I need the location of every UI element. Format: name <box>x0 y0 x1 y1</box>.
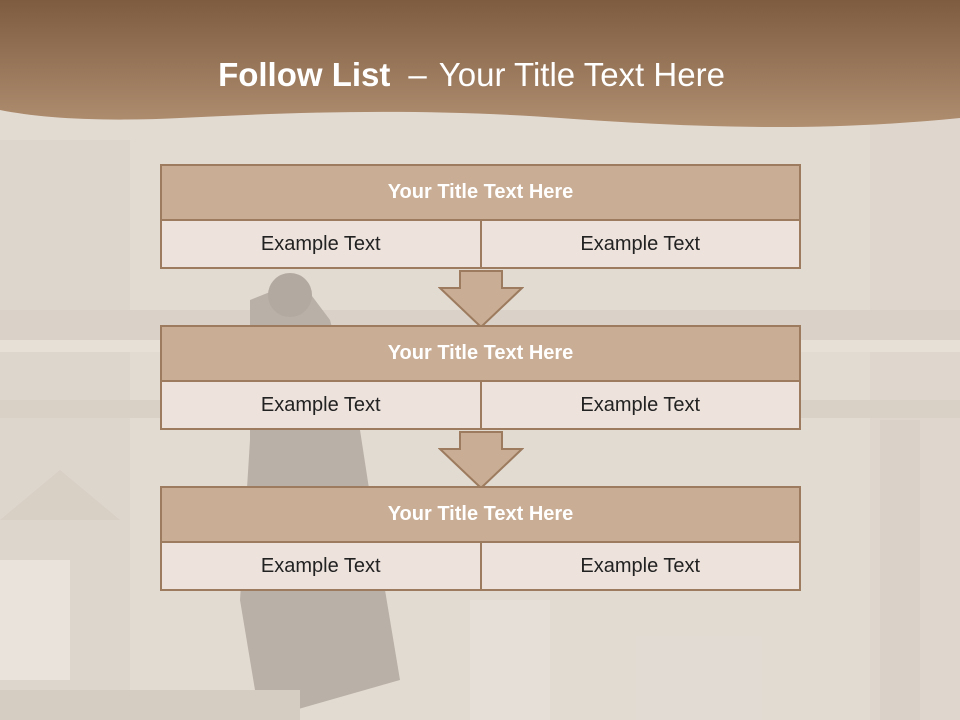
list-block-1: Your Title Text Here Example Text Exampl… <box>160 164 801 269</box>
title-dash: – <box>408 56 427 93</box>
title-rest-text: Your Title Text Here <box>438 56 725 93</box>
title-banner <box>0 0 960 128</box>
block-row: Example Text Example Text <box>160 541 801 591</box>
down-arrow-icon <box>438 431 524 489</box>
block-title: Your Title Text Here <box>160 164 801 221</box>
block-cell-left: Example Text <box>160 541 482 591</box>
block-cell-right: Example Text <box>479 219 801 269</box>
block-title: Your Title Text Here <box>160 486 801 543</box>
block-title: Your Title Text Here <box>160 325 801 382</box>
page-title: Follow List–Your Title Text Here <box>0 52 943 98</box>
block-row: Example Text Example Text <box>160 219 801 269</box>
down-arrow-icon <box>438 270 524 328</box>
block-row: Example Text Example Text <box>160 380 801 430</box>
title-bold-text: Follow List <box>218 56 391 93</box>
list-block-3: Your Title Text Here Example Text Exampl… <box>160 486 801 591</box>
block-cell-right: Example Text <box>479 541 801 591</box>
block-cell-left: Example Text <box>160 380 482 430</box>
block-cell-left: Example Text <box>160 219 482 269</box>
block-cell-right: Example Text <box>479 380 801 430</box>
list-block-2: Your Title Text Here Example Text Exampl… <box>160 325 801 430</box>
